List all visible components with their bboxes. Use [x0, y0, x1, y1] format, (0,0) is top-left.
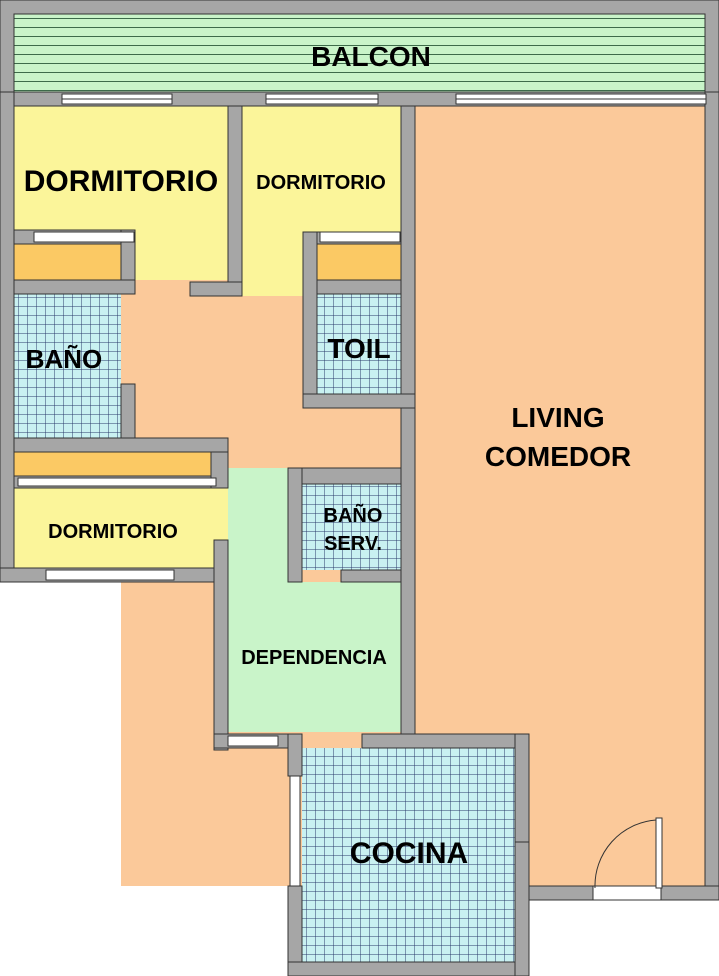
dormitorio-1-floor	[14, 106, 228, 230]
dormitorio-3-floor	[14, 488, 228, 568]
bano-serv-floor	[302, 484, 401, 570]
label-bano-serv-1: BAÑO	[324, 504, 383, 527]
dormitorio-2-floor	[242, 106, 401, 232]
entry-door	[594, 817, 663, 889]
closet-1	[13, 243, 122, 281]
label-dependencia: DEPENDENCIA	[241, 647, 387, 669]
label-comedor: COMEDOR	[485, 441, 631, 472]
label-bano-serv-2: SERV.	[324, 533, 382, 555]
label-dormitorio-2: DORMITORIO	[256, 172, 386, 194]
service-hall-floor	[228, 468, 288, 584]
balcony-area	[0, 0, 719, 93]
label-dormitorio-1: DORMITORIO	[24, 165, 218, 198]
label-balcon: BALCON	[311, 41, 431, 72]
label-cocina: COCINA	[350, 837, 468, 870]
windows	[17, 93, 707, 901]
toil-floor	[317, 294, 401, 394]
label-bano: BAÑO	[26, 344, 103, 374]
dependencia-floor	[228, 582, 401, 732]
label-living: LIVING	[511, 402, 604, 433]
closet-2	[316, 243, 402, 281]
closet-3	[13, 451, 212, 477]
label-dormitorio-3: DORMITORIO	[48, 521, 178, 543]
bano-floor	[14, 294, 121, 438]
cocina-floor	[302, 748, 515, 962]
label-toil: TOIL	[327, 333, 390, 364]
